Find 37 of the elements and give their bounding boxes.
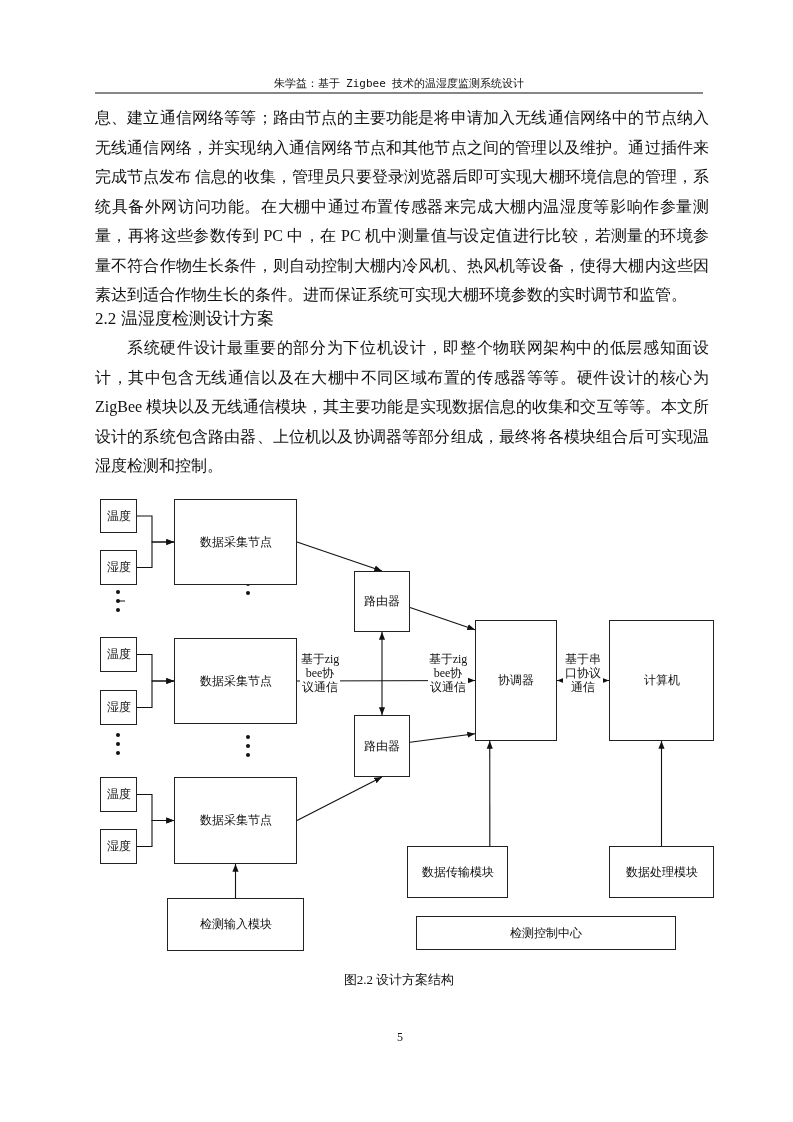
sensor-box: 湿度	[100, 690, 137, 725]
sensor-box: 温度	[100, 777, 137, 812]
process-box: 检测输入模块	[167, 898, 304, 951]
process-box: 数据采集节点	[174, 638, 297, 724]
figure-caption: 图2.2 设计方案结构	[342, 971, 456, 989]
arrow	[136, 677, 175, 709]
arrow	[136, 538, 175, 569]
sensor-box: 湿度	[100, 550, 137, 585]
sensor-box: 温度	[100, 499, 137, 533]
section-heading: 2.2 温湿度检测设计方案	[95, 308, 275, 330]
arrow	[378, 631, 386, 716]
body-paragraph: 系统硬件设计最重要的部分为下位机设计，即整个物联网架构中的低层感知面设计，其中包含无线通信以及在大棚中不同区域布置的传感器等等。硬件设计的核心为 ZigBee 模块以及无线通信模块，其主要功能是实现数据信息的收集和交互等等。本文所设计的系统包含路由器、上位机以及协调器等部分组成，最终将各模块组合后可实现温湿度检测和控制。	[95, 338, 709, 476]
annotation-text: 基于zigbee协议通信	[428, 652, 468, 694]
process-box: 数据采集节点	[174, 777, 297, 864]
process-box: 数据传输模块	[407, 846, 508, 898]
running-header: 朱学益：基于 Zigbee 技术的温湿度监测系统设计	[272, 76, 526, 91]
arrow	[658, 740, 665, 847]
process-box: 检测控制中心	[416, 916, 676, 950]
process-box: 路由器	[354, 715, 410, 777]
arrow	[296, 541, 383, 572]
process-box: 计算机	[609, 620, 714, 741]
sensor-box: 温度	[100, 637, 137, 672]
process-box: 路由器	[354, 571, 410, 632]
page-number: 5	[396, 1030, 404, 1045]
arrow	[409, 607, 476, 631]
arrow	[136, 817, 175, 848]
edge-label: 基于串口协议通信	[563, 652, 603, 694]
arrow	[409, 731, 476, 743]
process-box: 数据处理模块	[609, 846, 714, 898]
process-box: 协调器	[475, 620, 557, 741]
body-paragraph: 息、建立通信网络等等；路由节点的主要功能是将申请加入无线通信网络中的节点纳入无线通信网络，并实现纳入通信网络节点和其他节点之间的管理以及维护。通过插件来完成节点发布 信息的收集，管理员只要登录浏览器后即可实现大棚环境信息的管理，系统具备外网访问功能。在大棚中通过布置传感器来完成大棚内温湿度等影响作参量测量，再将这些参数传到 PC 中，在 PC 机中测量值与设定值进行比较，若测量的环境参量不符合作物生长条件，则自动控制大棚内冷风机、热风机等设备，使得大棚内这些因素达到适合作物生长的条件。进而保证系统可实现大棚环境参数的实时调节和监管。	[95, 108, 709, 305]
arrow	[296, 776, 383, 822]
arrow	[232, 863, 239, 899]
arrow	[486, 740, 493, 847]
process-box: 数据采集节点	[174, 499, 297, 585]
edge-label: 基于zigbee协议通信	[300, 652, 340, 694]
sensor-box: 湿度	[100, 829, 137, 864]
